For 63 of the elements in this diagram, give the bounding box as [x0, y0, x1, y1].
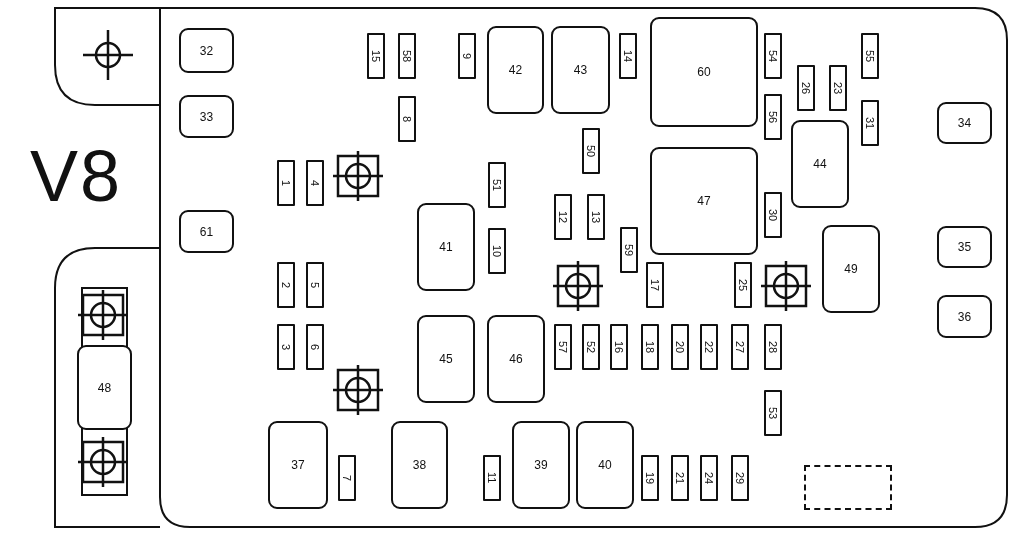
fuse-box: 23	[829, 65, 847, 111]
fuse-box: 15	[367, 33, 385, 79]
fuse-box: 13	[587, 194, 605, 240]
fuse-box: 2	[277, 262, 295, 308]
fuse-box: 56	[764, 94, 782, 140]
fuse-box: 30	[764, 192, 782, 238]
fuse-box: 6	[306, 324, 324, 370]
relay-box: 48	[77, 345, 132, 430]
relay-box: 32	[179, 28, 234, 73]
fuse-box: 20	[671, 324, 689, 370]
fuse-box: 8	[398, 96, 416, 142]
engine-label: V8	[30, 140, 123, 212]
fuse-box: 22	[700, 324, 718, 370]
fuse-box: 18	[641, 324, 659, 370]
fuse-box: 27	[731, 324, 749, 370]
fuse-box: 53	[764, 390, 782, 436]
relay-box: 34	[937, 102, 992, 144]
relay-box: 44	[791, 120, 849, 208]
fuse-box: 28	[764, 324, 782, 370]
relay-box: 49	[822, 225, 880, 313]
relay-box: 46	[487, 315, 545, 403]
fuse-box: 12	[554, 194, 572, 240]
fuse-box: 21	[671, 455, 689, 501]
fuse-box: 5	[306, 262, 324, 308]
relay-box: 42	[487, 26, 544, 114]
fuse-box: 4	[306, 160, 324, 206]
fuse-box: 17	[646, 262, 664, 308]
relay-box: 61	[179, 210, 234, 253]
relay-box: 47	[650, 147, 758, 255]
fuse-box: 24	[700, 455, 718, 501]
relay-box: 41	[417, 203, 475, 291]
relay-box: 38	[391, 421, 448, 509]
fuse-box: 16	[610, 324, 628, 370]
relay-box: 37	[268, 421, 328, 509]
fuse-box: 3	[277, 324, 295, 370]
relay-box: 45	[417, 315, 475, 403]
fuse-box: 59	[620, 227, 638, 273]
fuse-box: 31	[861, 100, 879, 146]
fuse-box: 29	[731, 455, 749, 501]
fuse-box: 10	[488, 228, 506, 274]
fuse-box: 57	[554, 324, 572, 370]
relay-box: 36	[937, 295, 992, 338]
fuse-box: 52	[582, 324, 600, 370]
fuse-box: 11	[483, 455, 501, 501]
fuse-box: 51	[488, 162, 506, 208]
fuse-box: 9	[458, 33, 476, 79]
empty-slot-outline	[804, 465, 892, 510]
relay-box: 40	[576, 421, 634, 509]
fuse-box: 50	[582, 128, 600, 174]
fuse-box: 25	[734, 262, 752, 308]
fuse-box: 26	[797, 65, 815, 111]
relay-box: 43	[551, 26, 610, 114]
fuse-box: 54	[764, 33, 782, 79]
fuse-box: 1	[277, 160, 295, 206]
fuse-box: 58	[398, 33, 416, 79]
relay-box: 35	[937, 226, 992, 268]
fuse-box: 14	[619, 33, 637, 79]
relay-box: 33	[179, 95, 234, 138]
fuse-box: 55	[861, 33, 879, 79]
relay-box: 39	[512, 421, 570, 509]
fuse-box: 7	[338, 455, 356, 501]
relay-box: 60	[650, 17, 758, 127]
fuse-box: 19	[641, 455, 659, 501]
